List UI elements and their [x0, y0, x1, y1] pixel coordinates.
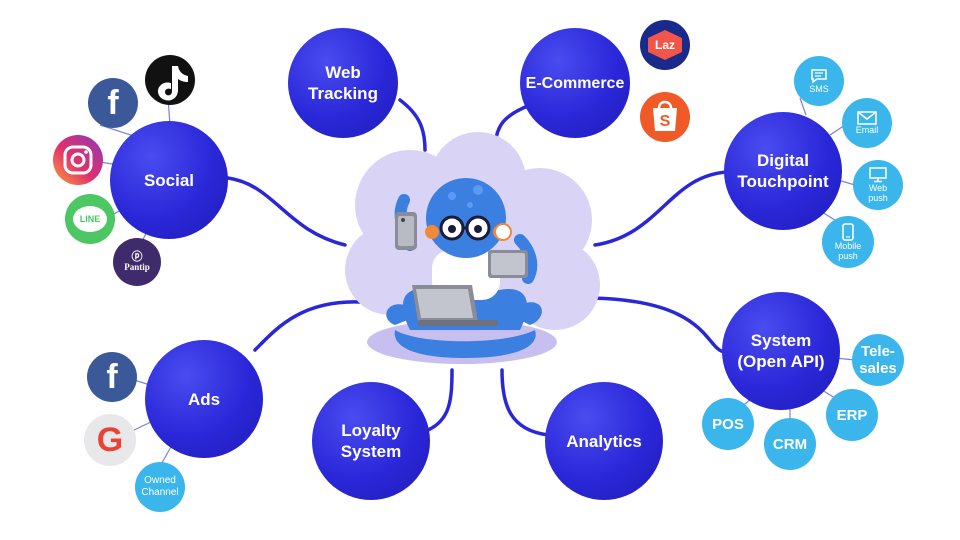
connector-analytics	[500, 368, 550, 437]
connector-loyalty	[426, 368, 454, 432]
google-icon: G	[96, 420, 124, 459]
channel-web-push[interactable]: Web push	[853, 160, 903, 210]
connector-ads	[253, 300, 362, 352]
channel-owned-label: Owned Channel	[141, 475, 179, 498]
facebook-logo-ads[interactable]: f	[87, 352, 137, 402]
tiktok-logo	[145, 55, 195, 105]
satellite-telesales[interactable]: Tele- sales	[852, 334, 904, 386]
hub-digital-touchpoint[interactable]: Digital Touchpoint	[724, 112, 842, 230]
monitor-icon	[869, 167, 887, 183]
google-logo-wrap[interactable]: G	[84, 414, 136, 466]
channel-sms-label: SMS	[809, 84, 829, 94]
instagram-logo	[53, 135, 103, 185]
line-icon: LINE	[73, 206, 107, 232]
satellite-pos[interactable]: POS	[702, 398, 754, 450]
hub-digital-touchpoint-label: Digital Touchpoint	[737, 151, 829, 191]
connector-web-tracking	[398, 98, 427, 152]
lazada-label-wrap[interactable]: Laz	[640, 20, 690, 70]
satellite-crm-label: CRM	[772, 435, 808, 453]
hub-ads-label: Ads	[187, 389, 221, 409]
hub-ads[interactable]: Ads	[145, 340, 263, 458]
channel-owned[interactable]: Owned Channel	[135, 462, 185, 512]
hub-social-label: Social	[143, 170, 195, 190]
line-label: LINE	[79, 214, 101, 224]
connector-digital-touchpoint	[593, 170, 730, 247]
satellite-erp[interactable]: ERP	[826, 389, 878, 441]
satellite-telesales-label: Tele- sales	[859, 343, 897, 377]
shopee-label: S	[659, 113, 671, 130]
hub-social[interactable]: Social	[110, 121, 228, 239]
shopee-label-wrap[interactable]: S	[640, 94, 690, 144]
connector-system	[588, 296, 727, 354]
lazada-logo	[640, 20, 690, 70]
satellite-pos-label: POS	[712, 415, 744, 433]
facebook-icon: f	[107, 83, 119, 122]
pantip-label: Pantip	[124, 262, 150, 272]
sms-icon	[811, 69, 827, 84]
line-logo[interactable]: LINE	[65, 194, 115, 244]
satellite-crm[interactable]: CRM	[764, 418, 816, 470]
google-logo	[84, 414, 136, 466]
hub-ecommerce-label: E-Commerce	[525, 74, 625, 92]
channel-mobile-push[interactable]: Mobile push	[822, 216, 874, 268]
hub-analytics-label: Analytics	[566, 431, 642, 451]
shopee-logo	[640, 92, 690, 142]
facebook-ads-icon: f	[106, 357, 118, 396]
email-icon	[857, 111, 877, 125]
hub-web-tracking-label: Web Tracking	[308, 63, 378, 103]
facebook-logo-social[interactable]: f	[88, 78, 138, 128]
mobile-icon	[842, 223, 854, 241]
pantip-icon: ⓟ	[131, 251, 143, 263]
satellite-erp-label: ERP	[836, 406, 868, 424]
hub-web-tracking[interactable]: Web Tracking	[288, 28, 398, 138]
channel-email[interactable]: Email	[842, 98, 892, 148]
channel-mobile-push-label: Mobile push	[834, 241, 862, 261]
hub-ecommerce[interactable]: E-Commerce	[520, 28, 630, 138]
hub-system[interactable]: System (Open API)	[722, 292, 840, 410]
mascot-illustration	[386, 178, 542, 358]
channel-email-label: Email	[855, 125, 879, 135]
connector-social	[226, 176, 347, 247]
hub-analytics[interactable]: Analytics	[545, 382, 663, 500]
channel-sms[interactable]: SMS	[794, 56, 844, 106]
hub-loyalty[interactable]: Loyalty System	[312, 382, 430, 500]
channel-web-push-label: Web push	[868, 183, 888, 203]
connector-lines	[226, 98, 730, 437]
hub-system-label: System (Open API)	[737, 331, 825, 371]
hub-loyalty-label: Loyalty System	[340, 421, 402, 461]
pantip-logo[interactable]: ⓟ Pantip	[113, 238, 161, 286]
lazada-label: Laz	[654, 38, 675, 52]
